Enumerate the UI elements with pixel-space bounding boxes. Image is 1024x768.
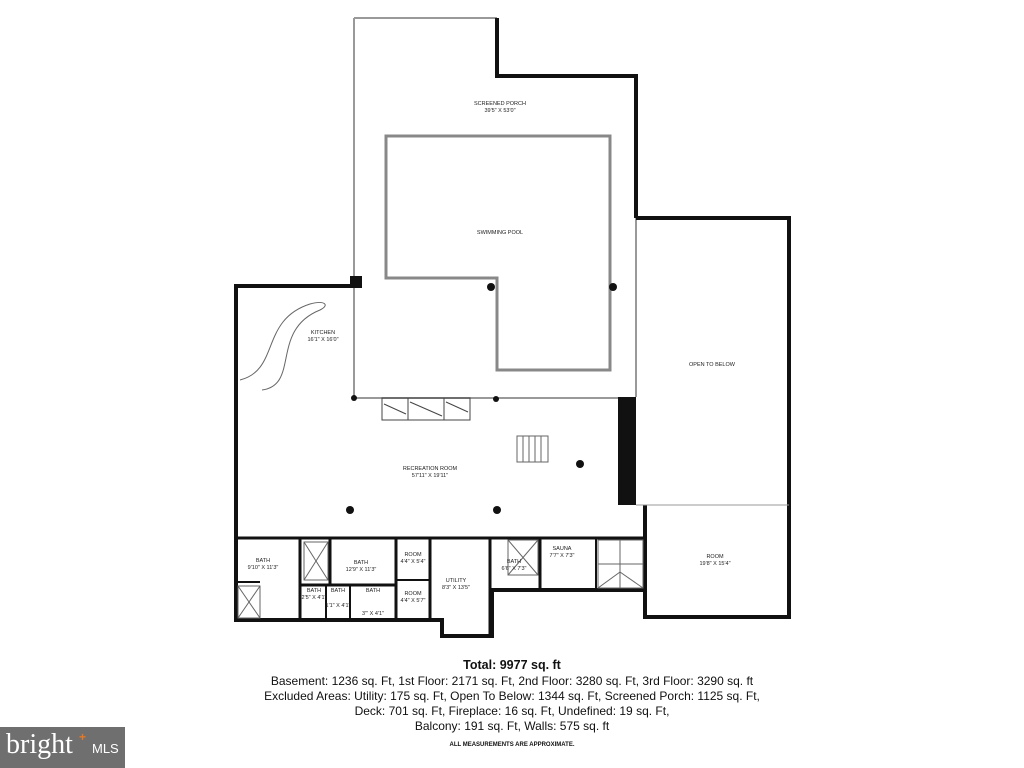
fireplace-wall <box>618 397 636 505</box>
bath-3-label: BATH <box>307 588 321 594</box>
screened-porch-label: SCREENED PORCH <box>474 101 526 107</box>
area-breakdown-line: Deck: 701 sq. Ft, Fireplace: 16 sq. Ft, … <box>354 704 670 718</box>
open-to-below-label: OPEN TO BELOW <box>689 362 736 368</box>
logo-plus-icon: + <box>79 730 87 744</box>
walls <box>234 17 791 638</box>
utility-label: UTILITY <box>446 578 467 584</box>
room-2-dims: 4'4" X 5'7" <box>401 598 426 604</box>
bath-4-dims: 1'1" X 4'1" <box>326 603 351 609</box>
column <box>350 276 362 288</box>
floor-plan: SCREENED PORCH 39'5" X 53'0" SWIMMING PO… <box>234 17 791 638</box>
swimming-pool-outline <box>384 134 612 372</box>
room-3-label: ROOM <box>706 554 724 560</box>
recreation-room-label: RECREATION ROOM <box>403 466 458 472</box>
kitchen-counter <box>239 302 326 391</box>
bath-2-dims: 12'9" X 11'3" <box>346 567 377 573</box>
kitchen-label: KITCHEN <box>311 330 335 336</box>
swimming-pool-label: SWIMMING POOL <box>477 230 523 236</box>
room-3-dims: 19'8" X 15'4" <box>699 561 730 567</box>
area-breakdown-line: Excluded Areas: Utility: 175 sq. Ft, Ope… <box>264 689 760 703</box>
bath-5-label: BATH <box>366 588 380 594</box>
bath-6-label: BATH <box>507 559 521 565</box>
logo-suffix: MLS <box>92 741 119 756</box>
recreation-room-dims: 57'11" X 19'11" <box>412 473 448 479</box>
room-2-label: ROOM <box>404 591 422 597</box>
bath-4-label: BATH <box>331 588 345 594</box>
bath-2-label: BATH <box>354 560 368 566</box>
columns <box>346 283 617 514</box>
stairs <box>516 435 644 589</box>
total-area: Total: 9977 sq. ft <box>463 658 561 672</box>
utility-dims: 8'3" X 13'5" <box>442 585 470 591</box>
bath-1-dims: 9'10" X 11'3" <box>248 565 279 571</box>
showers <box>237 539 539 619</box>
bath-1-label: BATH <box>256 558 270 564</box>
bath-3-dims: 2'5" X 4'1" <box>302 595 327 601</box>
sauna-label: SAUNA <box>553 546 572 552</box>
room-1-label: ROOM <box>404 552 422 558</box>
fireplace-hatch <box>381 397 471 421</box>
room-1-dims: 4'4" X 5'4" <box>401 559 426 565</box>
bath-5-dims: 3'" X 4'1" <box>362 611 384 617</box>
logo-brand: bright <box>6 729 73 760</box>
measurement-disclaimer: ALL MEASUREMENTS ARE APPROXIMATE. <box>449 742 575 748</box>
area-breakdown-line: Basement: 1236 sq. Ft, 1st Floor: 2171 s… <box>270 674 754 688</box>
bright-mls-logo: bright + MLS <box>0 727 125 768</box>
area-breakdown-line: Balcony: 191 sq. Ft, Walls: 575 sq. ft <box>414 719 610 733</box>
kitchen-dims: 16'1" X 16'0" <box>307 337 338 343</box>
screened-porch-dims: 39'5" X 53'0" <box>484 108 515 114</box>
room-labels: SCREENED PORCH 39'5" X 53'0" SWIMMING PO… <box>248 101 736 617</box>
bath-6-dims: 6'6" X 7'3" <box>502 566 527 572</box>
sauna-dims: 7'7" X 7'3" <box>550 553 575 559</box>
